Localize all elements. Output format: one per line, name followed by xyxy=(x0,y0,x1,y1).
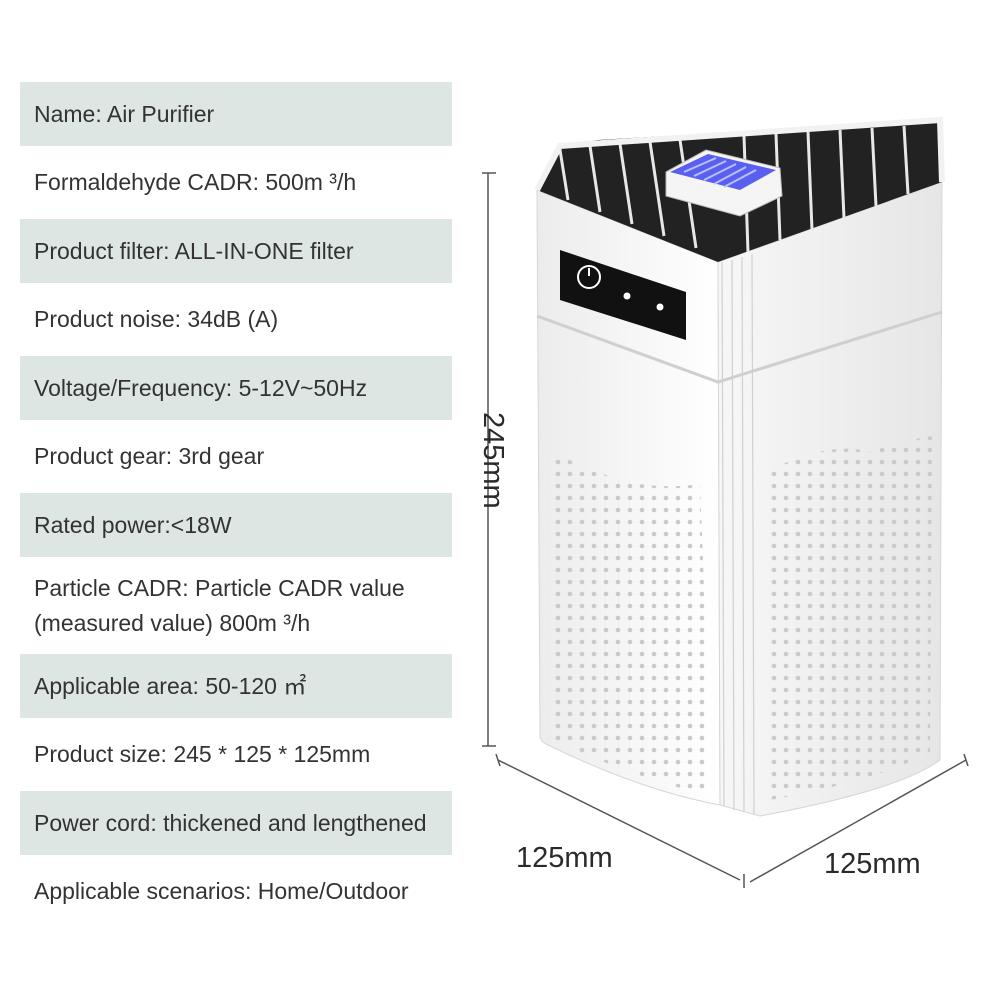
height-dimension-line xyxy=(482,172,496,747)
spec-row: Power cord: thickened and lengthened xyxy=(20,791,452,855)
width-dimension-line xyxy=(495,753,969,888)
gear-high-indicator xyxy=(656,303,664,311)
corner-ribs xyxy=(721,253,755,815)
spec-row: Product filter: ALL-IN-ONE filter xyxy=(20,219,452,283)
spec-text: Product gear: 3rd gear xyxy=(34,443,265,470)
spec-text: Product size: 245 * 125 * 125mm xyxy=(34,741,371,768)
power-icon[interactable] xyxy=(577,265,601,289)
spec-text: Name: Air Purifier xyxy=(34,100,215,127)
spec-row: Name: Air Purifier xyxy=(20,82,452,146)
uv-light-module xyxy=(665,149,783,217)
spec-text: Particle CADR: Particle CADR value (meas… xyxy=(34,575,405,636)
spec-text: Product filter: ALL-IN-ONE filter xyxy=(34,237,354,264)
spec-text: Applicable scenarios: Home/Outdoor xyxy=(34,878,409,905)
spec-row: Product size: 245 * 125 * 125mm xyxy=(20,723,452,787)
spec-row: Product noise: 34dB (A) xyxy=(20,288,452,352)
spec-text: Rated power:<18W xyxy=(34,511,232,538)
right-vent-holes xyxy=(770,436,932,800)
spec-row: Particle CADR: Particle CADR value (meas… xyxy=(20,562,452,650)
spec-row: Applicable area: 50-120 ㎡ xyxy=(20,654,452,718)
spec-row: Applicable scenarios: Home/Outdoor xyxy=(20,860,452,924)
width-label-left: 125mm xyxy=(516,842,613,874)
spec-row: Voltage/Frequency: 5-12V~50Hz xyxy=(20,356,452,420)
gear-low-indicator xyxy=(623,292,631,300)
spec-row: Product gear: 3rd gear xyxy=(20,425,452,489)
spec-text: Formaldehyde CADR: 500m ³/h xyxy=(34,169,357,196)
spec-text: Voltage/Frequency: 5-12V~50Hz xyxy=(34,374,368,401)
spec-text: Product noise: 34dB (A) xyxy=(34,306,279,333)
spec-text: Power cord: thickened and lengthened xyxy=(34,809,427,836)
height-label: 245mm xyxy=(477,412,509,509)
spec-row: Rated power:<18W xyxy=(20,493,452,557)
left-vent-holes xyxy=(548,450,712,796)
spec-list: Name: Air Purifier Formaldehyde CADR: 50… xyxy=(20,82,452,928)
spec-row: Formaldehyde CADR: 500m ³/h xyxy=(20,151,452,215)
control-panel xyxy=(560,250,686,340)
width-label-right: 125mm xyxy=(824,848,921,880)
body-seam xyxy=(536,310,943,384)
spec-text: Applicable area: 50-120 ㎡ xyxy=(34,672,307,699)
